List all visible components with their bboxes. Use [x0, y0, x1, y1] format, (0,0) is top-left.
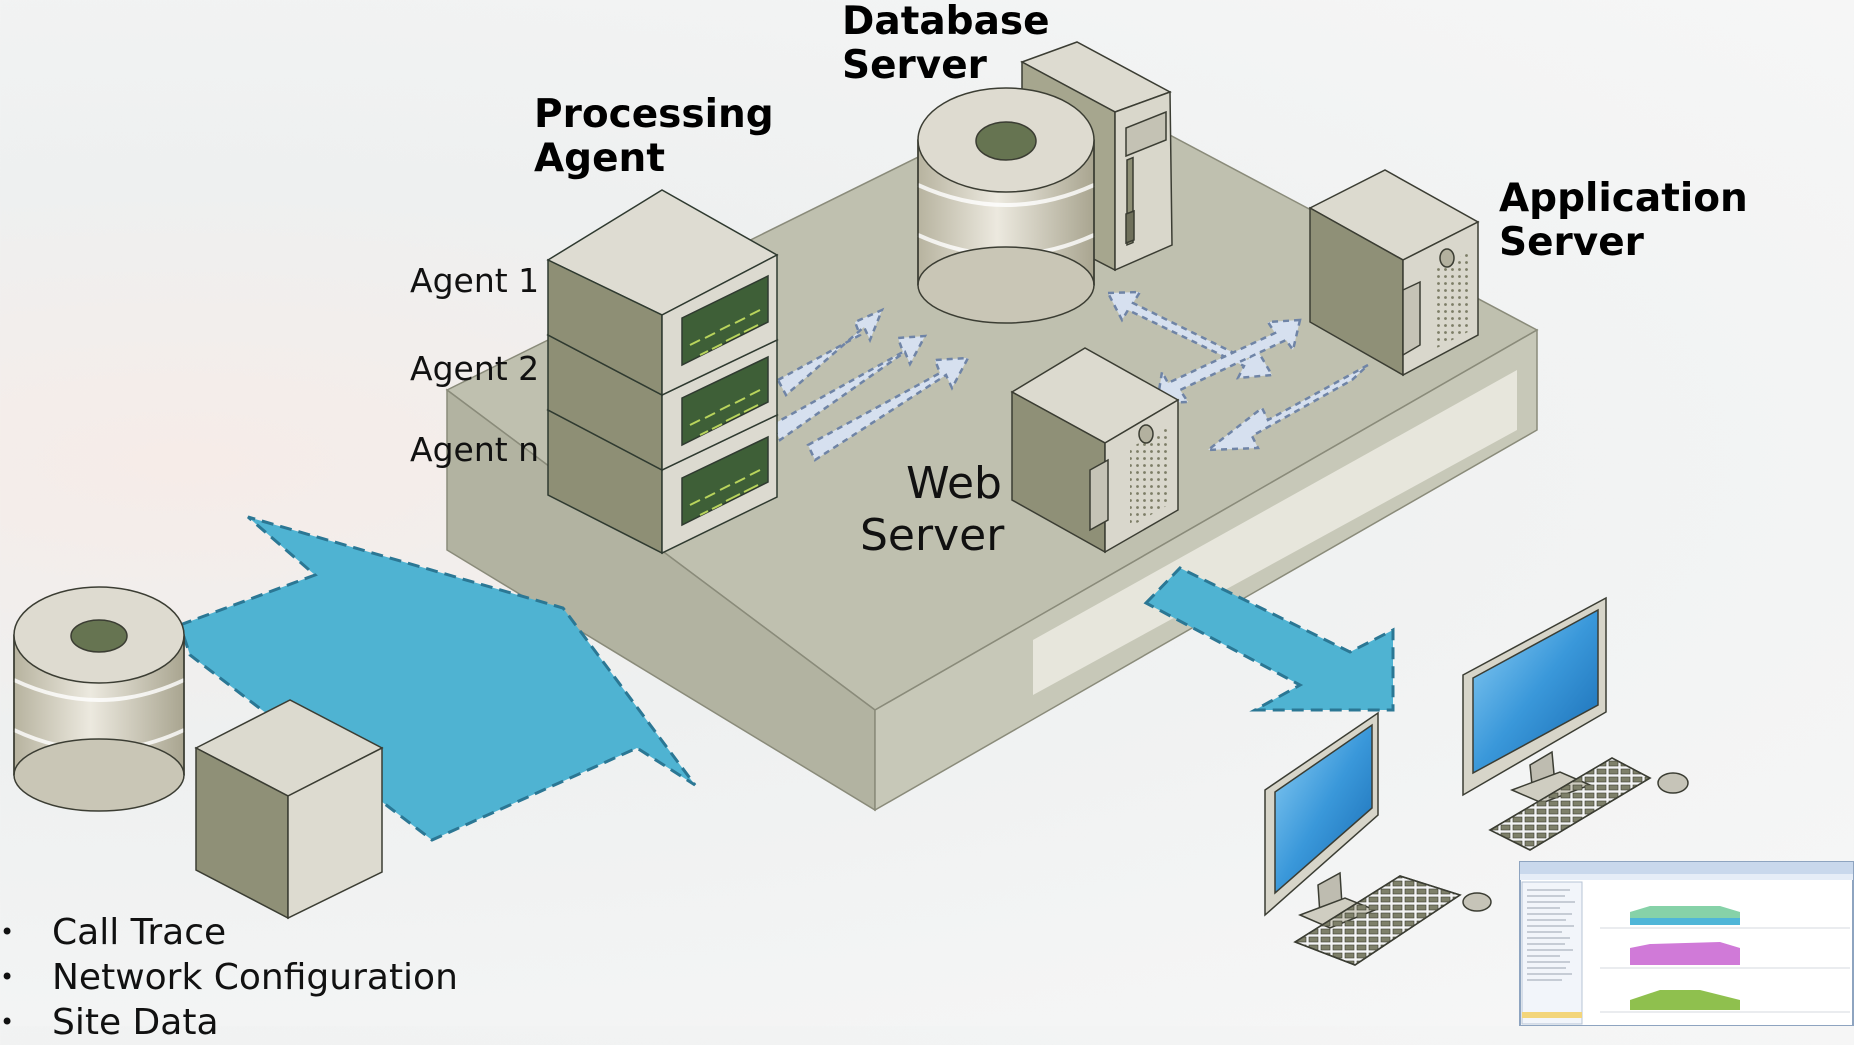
list-item: Network Configuration — [0, 955, 458, 1000]
arrow-agentn-to-db — [806, 356, 971, 462]
database-server — [917, 41, 1173, 324]
processing-agent-stack — [546, 189, 779, 555]
processing-agent-label-line1: Processing — [534, 92, 774, 137]
agent-2-label: Agent 2 — [410, 349, 540, 388]
source-database — [13, 586, 185, 812]
web-server-label-line2: Server — [860, 510, 1005, 561]
application-server-label: Application Server — [1499, 177, 1748, 265]
app-screenshot-thumbnail — [1519, 861, 1854, 1026]
arrow-app-db — [1155, 318, 1302, 405]
processing-agent-label-line2: Agent — [534, 136, 665, 181]
database-server-label-line1: Database — [842, 0, 1050, 44]
source-cube — [194, 699, 384, 920]
client-workstation-front — [1264, 711, 1492, 966]
application-server — [1308, 169, 1480, 377]
arrow-agent2-to-db — [770, 334, 928, 442]
input-data-list: Call Trace Network Configuration Site Da… — [0, 910, 458, 1045]
application-server-label-line2: Server — [1499, 220, 1644, 265]
web-server-label: Web Server — [860, 458, 1005, 562]
agent-1-label: Agent 1 — [410, 261, 540, 300]
database-server-label-line2: Server — [842, 43, 987, 88]
small-arrows — [770, 290, 1369, 462]
web-server-label-line1: Web — [906, 458, 1002, 509]
client-workstation-back — [1462, 596, 1689, 851]
output-arrow — [1143, 566, 1395, 712]
list-item: Site Data — [0, 1000, 458, 1045]
processing-agent-label: Processing Agent — [534, 93, 774, 181]
agent-1-box — [546, 189, 779, 397]
arrow-app-web — [1204, 363, 1369, 452]
arrow-agent1-to-db — [776, 307, 885, 397]
database-server-label: Database Server — [842, 0, 1050, 88]
web-server — [1010, 347, 1180, 554]
agent-n-label: Agent n — [410, 430, 540, 469]
application-server-label-line1: Application — [1499, 176, 1748, 221]
list-item: Call Trace — [0, 910, 458, 955]
